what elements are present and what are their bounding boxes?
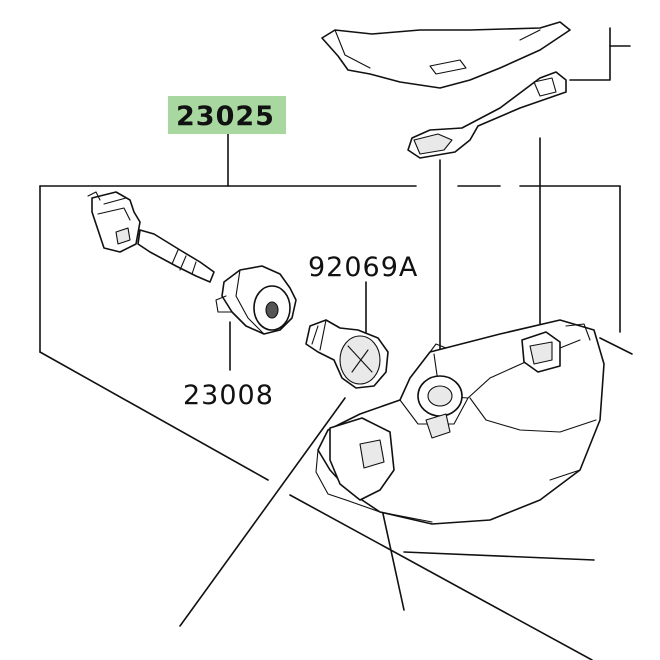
label-socket: 23008: [183, 380, 274, 411]
label-assembly-group: 23025: [168, 96, 286, 134]
socket-wiring: [87, 191, 297, 335]
bulb: [305, 319, 389, 389]
label-bulb: 92069A: [308, 252, 418, 283]
label-assembly: 23025: [176, 101, 275, 132]
leader-lines: [39, 27, 633, 660]
lens-housing: [315, 319, 605, 525]
label-highlight: [168, 96, 286, 134]
mounting-bracket: [321, 21, 571, 159]
